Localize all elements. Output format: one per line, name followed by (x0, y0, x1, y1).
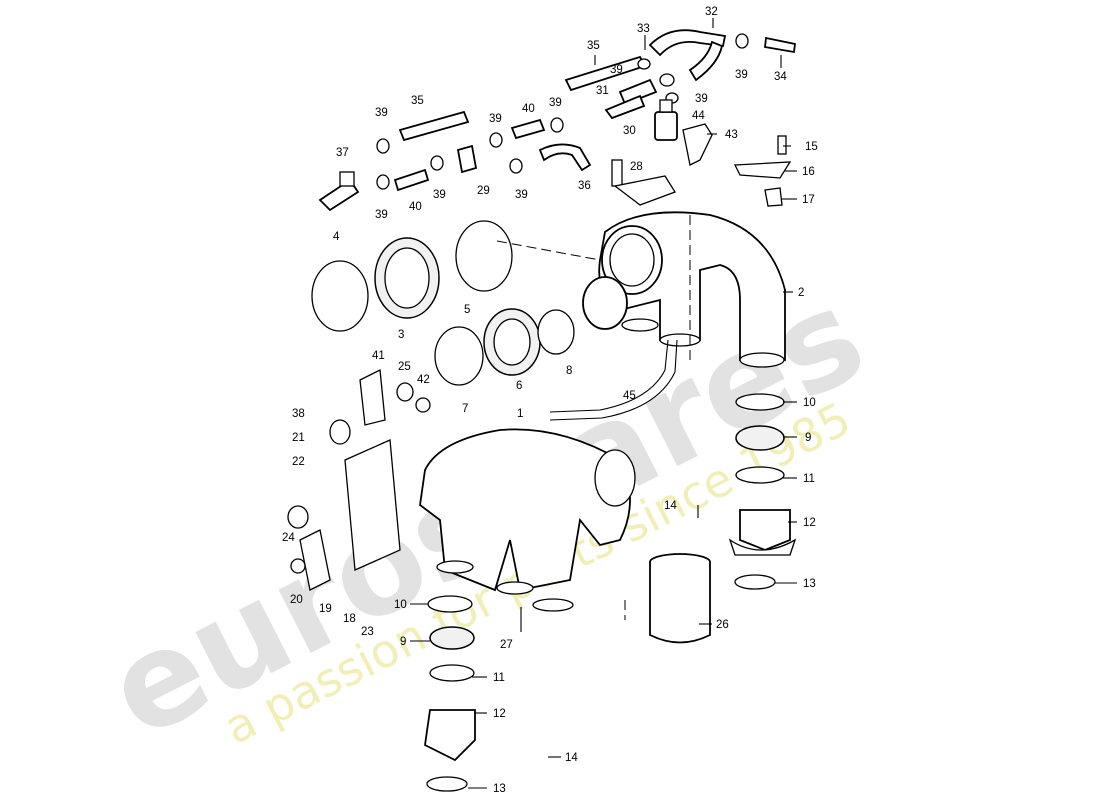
callout-14: 14 (664, 500, 677, 512)
callout-44: 44 (692, 110, 705, 122)
callout-29: 29 (477, 185, 490, 197)
callout-33: 33 (637, 23, 650, 35)
callout-30: 30 (623, 125, 636, 137)
callout-38: 38 (292, 408, 305, 420)
callout-7: 7 (462, 403, 468, 415)
callout-22: 22 (292, 456, 305, 468)
callout-20: 20 (290, 594, 303, 606)
callout-24: 24 (282, 532, 295, 544)
lower-manifold (419, 339, 678, 612)
callout-25: 25 (398, 361, 411, 373)
callout-19: 19 (319, 603, 332, 615)
left-stack (424, 595, 476, 792)
callout-15: 15 (805, 141, 818, 153)
callout-39: 39 (375, 107, 388, 119)
hose-assembly (318, 29, 796, 212)
bellows-group (311, 220, 575, 386)
callout-9: 9 (400, 636, 406, 648)
callout-5: 5 (464, 304, 470, 316)
callout-39: 39 (515, 189, 528, 201)
callout-37: 37 (336, 147, 349, 159)
callout-39: 39 (549, 97, 562, 109)
callout-35: 35 (587, 40, 600, 52)
callout-12: 12 (493, 708, 506, 720)
canister (649, 553, 711, 644)
callout-39: 39 (489, 113, 502, 125)
callout-17: 17 (802, 194, 815, 206)
callout-23: 23 (361, 626, 374, 638)
callout-labels: 1 2 3 4 5 6 7 8 9 9 10 10 11 11 12 12 13… (282, 6, 818, 795)
right-stack (728, 393, 797, 590)
callout-43: 43 (725, 129, 738, 141)
callout-41: 41 (372, 350, 385, 362)
callout-8: 8 (566, 365, 572, 377)
callout-35: 35 (411, 95, 424, 107)
callout-11: 11 (803, 473, 815, 485)
callout-39: 39 (735, 69, 748, 81)
callout-14: 14 (565, 752, 578, 764)
callout-2: 2 (798, 287, 804, 299)
callout-40: 40 (409, 201, 422, 213)
callout-13: 13 (493, 783, 506, 795)
callout-10: 10 (394, 599, 407, 611)
callout-11: 11 (493, 672, 505, 684)
callout-32: 32 (705, 6, 718, 18)
callout-39: 39 (610, 64, 623, 76)
upper-manifold (582, 211, 786, 368)
callout-16: 16 (802, 166, 815, 178)
callout-39: 39 (695, 93, 708, 105)
callout-42: 42 (417, 374, 430, 386)
callout-27: 27 (500, 639, 513, 651)
callout-31: 31 (596, 85, 609, 97)
callout-45: 45 (623, 390, 636, 402)
callout-13: 13 (803, 578, 816, 590)
callout-28: 28 (630, 161, 643, 173)
callout-21: 21 (292, 432, 305, 444)
callout-40: 40 (522, 103, 535, 115)
callout-1: 1 (517, 408, 523, 420)
callout-10: 10 (803, 397, 816, 409)
callout-36: 36 (578, 180, 591, 192)
callout-39: 39 (375, 209, 388, 221)
callout-39: 39 (433, 189, 446, 201)
callout-34: 34 (774, 71, 787, 83)
callout-18: 18 (343, 613, 356, 625)
leader-lines (410, 18, 797, 789)
callout-26: 26 (716, 619, 729, 631)
callout-12: 12 (803, 517, 816, 529)
bracket-group (287, 368, 431, 591)
callout-4: 4 (333, 231, 340, 243)
callout-3: 3 (398, 329, 404, 341)
callout-9: 9 (805, 432, 811, 444)
callout-6: 6 (516, 380, 522, 392)
